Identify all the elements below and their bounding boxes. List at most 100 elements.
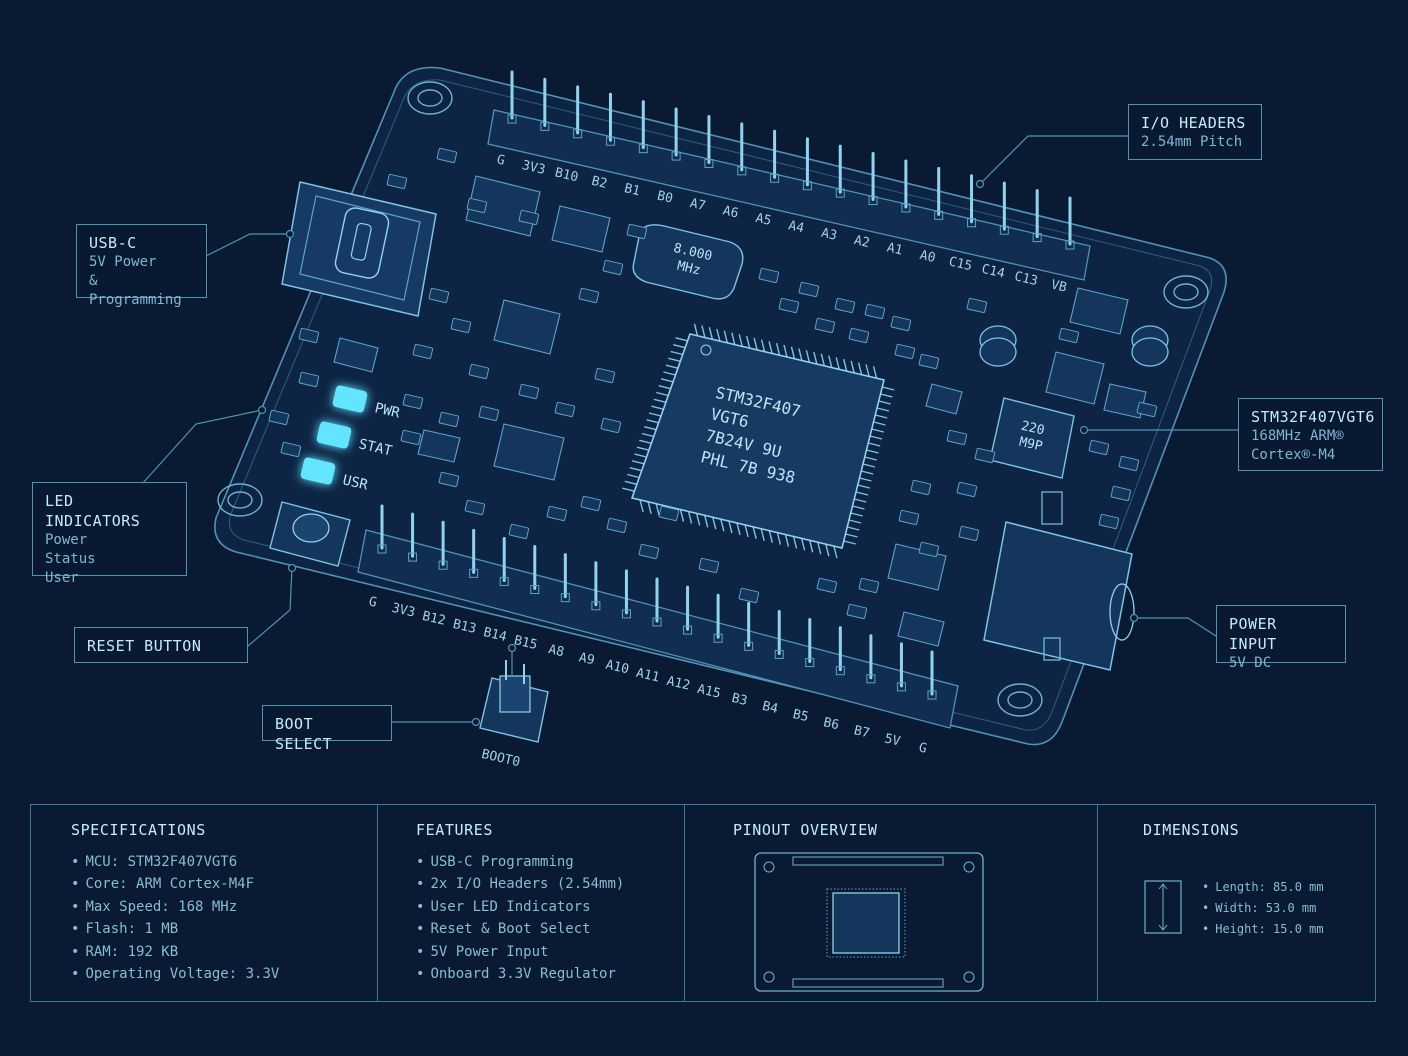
feature-item: 5V Power Input [416,941,624,963]
crystal-oscillator: 8.000 MHz [632,224,744,300]
passive-component [466,197,488,214]
callout-power-input-line: 5V DC [1229,655,1272,671]
passive-component [268,409,290,426]
passive-component [602,259,624,276]
usb-c-connector [281,181,437,317]
callout-led-indicators-title: LED INDICATORS [45,492,141,530]
chip-pin [760,528,765,541]
chip-pin [672,343,686,349]
chip-pin [660,378,674,383]
passive-component [758,267,780,284]
feature-item: Onboard 3.3V Regulator [416,963,624,985]
passive-component [402,393,424,410]
passive-component [958,525,980,542]
passive-component [468,363,490,380]
passive-component [956,481,978,498]
top-header-pin-label: A5 [754,211,773,229]
chip-pin [805,350,811,363]
top-header-pin-label: B0 [656,189,675,207]
passive-component [438,471,460,488]
chip-pin [878,400,891,405]
chip-pin [760,339,766,352]
top-header-pin-socket [802,181,812,191]
led-label-pwr: PWR [373,400,402,421]
passive-component [478,405,500,422]
boot-select-jumper[interactable]: BOOT0 [479,660,549,770]
feature-item: USB-C Programming [416,851,624,873]
chip-pin [857,362,863,375]
chip-pin [854,498,867,503]
chip-pin [679,509,685,522]
bottom-header-pin-label: A11 [635,666,661,686]
top-header-pin-label: B1 [623,181,642,199]
chip-pin [738,334,743,347]
bottom-header-pin-socket [560,593,570,603]
features-list: USB-C Programming 2x I/O Headers (2.54mm… [416,851,624,985]
chip-pin [687,511,693,524]
chip-pin [861,470,874,475]
passive-component [400,429,422,446]
bottom-header-pin-socket [652,617,662,627]
callout-boot-select: BOOT SELECT [262,705,392,753]
callout-mcu-title: STM32F407VGT6 [1251,408,1375,426]
passive-component [518,209,540,226]
chip-pin [634,453,647,458]
bottom-header-pin-socket [499,576,509,586]
dimensions-list: Length: 85.0 mm Width: 53.0 mm Height: 1… [1202,877,1323,940]
dimensions-icon [1144,880,1182,934]
top-header-pin-socket [770,173,780,183]
dimensions-title: DIMENSIONS [1143,821,1240,839]
bottom-header-pin-socket [530,585,540,595]
passive-component [974,447,996,464]
chip-pin [665,364,679,369]
passive-component [594,367,616,384]
chip-pin [629,466,642,472]
passive-component [298,327,320,344]
chip-pin [835,357,840,370]
bottom-header-pin-label: A10 [604,658,630,678]
chip-pin [859,477,872,482]
passive-component [890,315,912,332]
chip-pin [746,335,751,349]
bottom-header-pin-socket [408,552,418,562]
top-header-pin-socket [507,114,517,124]
smd-components [333,175,1147,647]
bottom-header-pin-label: B14 [482,625,508,645]
chip-pin [651,405,664,410]
chip-pin [866,449,879,454]
top-header-pin-label: C14 [980,262,1006,282]
callout-led-indicators: LED INDICATORS Power Status User [32,482,187,586]
bottom-header-pin-socket [377,544,387,554]
chip-pin [753,337,758,351]
passive-component [918,541,940,558]
mounting-holes [217,81,1209,717]
passive-component [280,441,302,458]
chip-pin [783,344,788,358]
reset-button[interactable] [269,501,351,567]
top-header-pin-socket [737,166,747,176]
top-header-pin-label: A2 [853,233,872,251]
passive-component [428,287,450,304]
bottom-header-pin-socket [713,633,723,643]
passive-component [606,517,628,534]
top-header-pin-socket [540,121,550,131]
passive-component [918,353,940,370]
callout-power-input: POWER INPUT 5V DC [1216,605,1346,671]
chip-pin [728,520,733,534]
bottom-header-pin-label: A12 [665,674,691,694]
info-panel: SPECIFICATIONS MCU: STM32F407VGT6 Core: … [30,804,1376,1002]
bottom-header-pin-socket [591,601,601,611]
passive-component [600,417,622,434]
chip-pin [723,330,728,344]
chip-pin [663,371,676,376]
spec-item: Flash: 1 MB [71,918,279,940]
passive-component [738,587,760,604]
chip-pin [848,519,862,524]
chip-pin [768,530,773,543]
spec-item: Core: ARM Cortex-M4F [71,873,279,895]
feature-item: 2x I/O Headers (2.54mm) [416,873,624,895]
bottom-header-pin-label: B12 [421,609,447,629]
bottom-header-pin-label: A9 [577,650,596,668]
bottom-header-pin-label: 3V3 [390,601,416,621]
passive-component [898,509,920,526]
